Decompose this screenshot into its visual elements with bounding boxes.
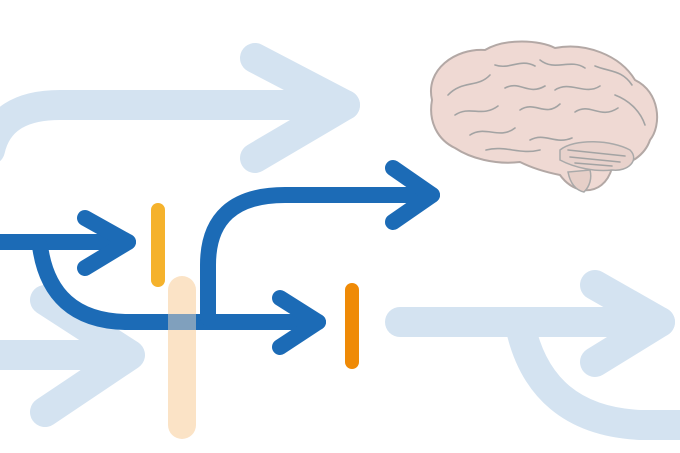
faded-arrow-right-branch-icon bbox=[505, 310, 680, 440]
faded-arrow-right-head-icon bbox=[580, 270, 675, 377]
blue-arrow-branch-icon bbox=[32, 238, 326, 330]
blue-arrow-bottom-head-icon bbox=[272, 290, 326, 355]
blue-arrow-upper-head-icon bbox=[385, 160, 440, 230]
faded-arrow-top-head-icon bbox=[240, 43, 360, 173]
primary-arrows bbox=[0, 160, 440, 355]
brain-icon bbox=[429, 40, 658, 193]
faded-arrow-left-bottom-head-icon bbox=[30, 285, 145, 427]
blue-arrow-input-head-icon bbox=[77, 210, 136, 276]
faded-arrow-top-icon bbox=[0, 90, 360, 162]
blue-arrow-upper-icon bbox=[200, 187, 440, 326]
crossing-overlay bbox=[168, 314, 196, 330]
faded-background-arrows bbox=[0, 43, 680, 440]
